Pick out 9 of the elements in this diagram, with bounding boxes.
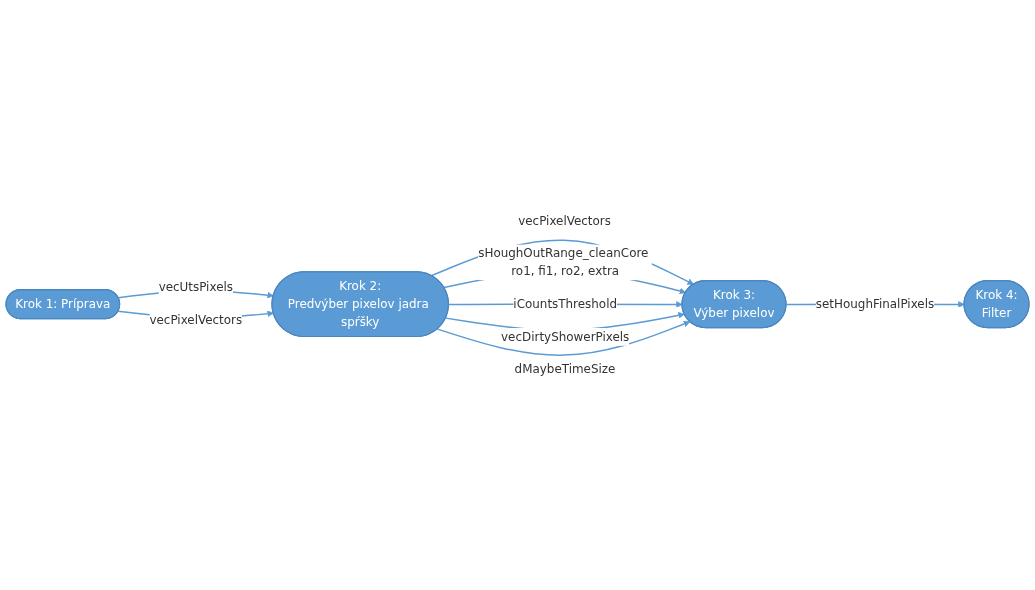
- edge-label: vecPixelVectors: [518, 213, 611, 228]
- arrow: [436, 320, 691, 356]
- edge-label: vecUtsPixels: [158, 279, 233, 295]
- edge-label: vecPixelVectors: [149, 312, 243, 327]
- edge-label: vecDirtyShowerPixels: [501, 329, 630, 344]
- edge-label: dMaybeTimeSize: [514, 361, 616, 377]
- edge-label: setHoughFinalPixels: [815, 296, 935, 311]
- edge-label: sHoughOutRange_cleanCore ro1, fi1, ro2, extra: [478, 245, 649, 278]
- edge-label: iCountsThreshold: [513, 296, 618, 311]
